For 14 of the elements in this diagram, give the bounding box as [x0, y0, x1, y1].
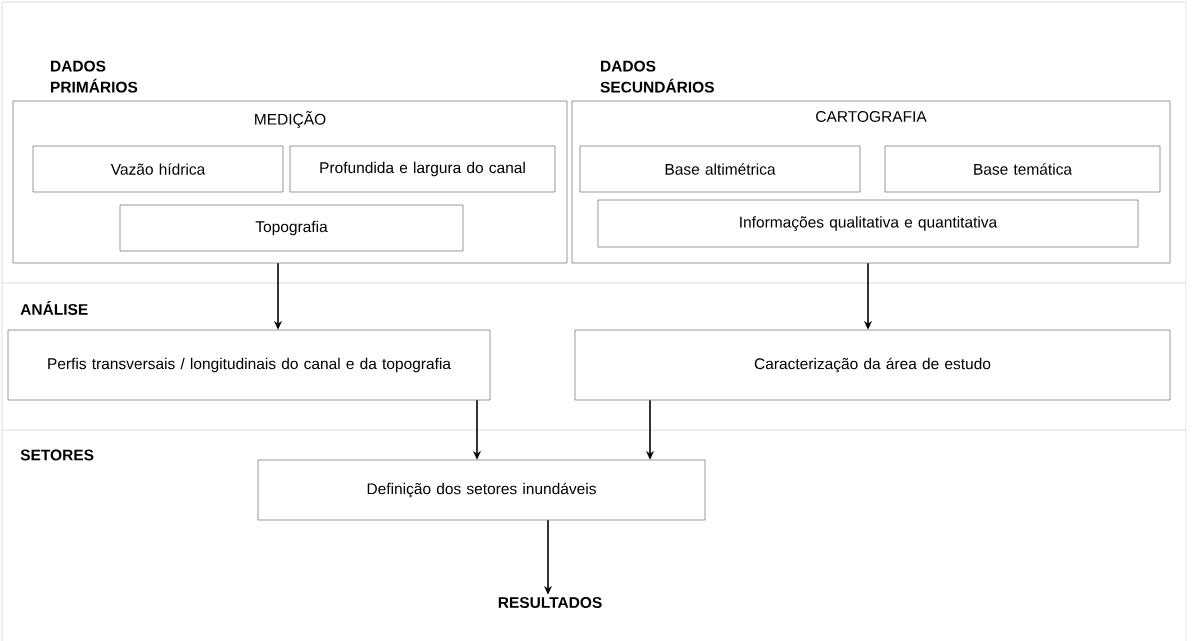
process-box: Profundida e largura do canal — [289, 145, 556, 193]
section-label: SETORES — [20, 449, 94, 461]
section-label: ANÁLISE — [20, 301, 88, 315]
node-label: DADOS PRIMÁRIOS — [51, 60, 138, 93]
process-box: Topografia — [119, 204, 464, 252]
process-box: Definição dos setores inundáveis — [257, 459, 706, 521]
process-box: Perfis transversais / longitudinais do canal e da topografia — [7, 329, 491, 401]
process-box: Base temática — [884, 145, 1161, 193]
result-text: RESULTADOS — [498, 597, 602, 608]
process-box: Vazão hídrica — [32, 145, 284, 193]
process-box: Base altimétrica — [579, 145, 861, 193]
process-box: Caracterização da área de estudo — [574, 329, 1171, 401]
node-label: DADOS SECUNDÁRIOS — [600, 60, 714, 93]
process-box: Informações qualitativa e quantitativa — [597, 199, 1139, 248]
